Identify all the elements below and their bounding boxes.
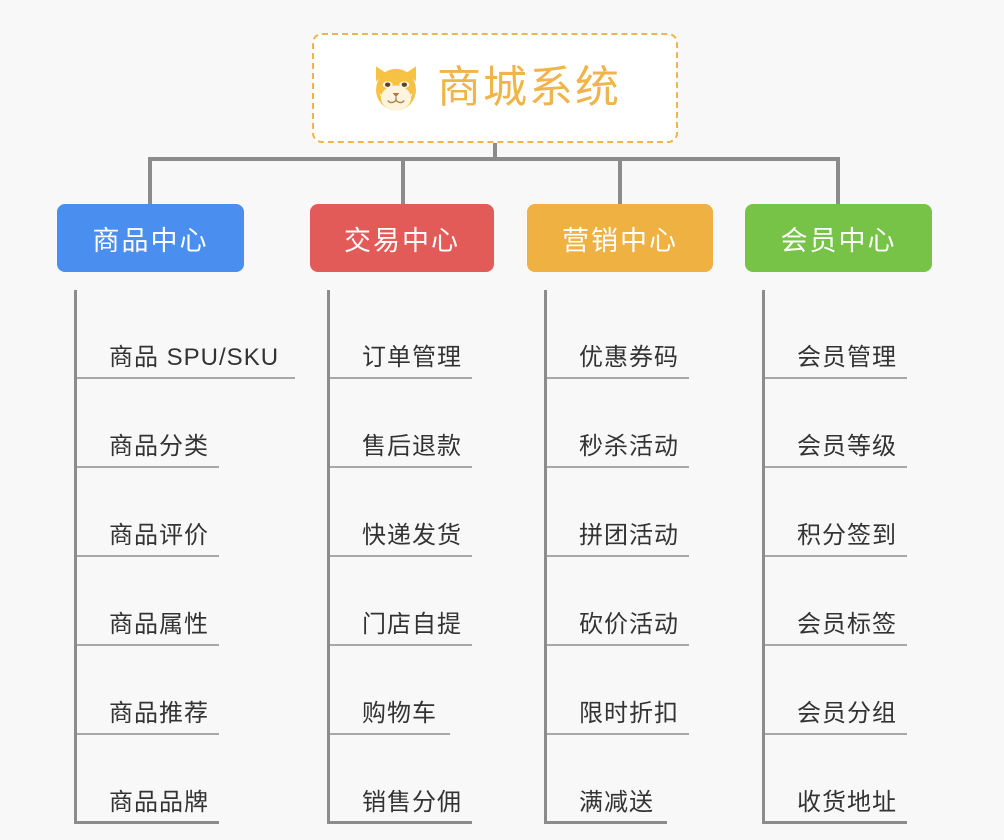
leaf-item[interactable]: 订单管理 [330, 290, 494, 379]
leaf-list-trade: 订单管理 售后退款 快递发货 门店自提 购物车 销售分佣 [327, 290, 494, 824]
category-header-marketing[interactable]: 营销中心 [527, 204, 713, 272]
leaf-underline [330, 821, 472, 824]
leaf-label: 优惠券码 [579, 343, 679, 371]
leaf-item[interactable]: 拼团活动 [547, 468, 713, 557]
category-title: 会员中心 [780, 225, 897, 256]
leaf-underline [77, 644, 219, 646]
leaf-label: 商品品牌 [109, 788, 209, 816]
leaf-list-marketing: 优惠券码 秒杀活动 拼团活动 砍价活动 限时折扣 满减送 [544, 290, 713, 824]
leaf-underline [765, 466, 907, 468]
leaf-label: 门店自提 [362, 610, 462, 638]
leaf-item[interactable]: 商品分类 [77, 379, 244, 468]
root-title: 商城系统 [437, 63, 621, 112]
leaf-label: 拼团活动 [579, 521, 679, 549]
leaf-label: 砍价活动 [579, 610, 679, 638]
leaf-label: 限时折扣 [579, 699, 679, 727]
connector-drop-4 [836, 157, 840, 205]
category-header-member[interactable]: 会员中心 [745, 204, 932, 272]
category-header-trade[interactable]: 交易中心 [310, 204, 494, 272]
leaf-item[interactable]: 快递发货 [330, 468, 494, 557]
leaf-label: 商品 SPU/SKU [109, 343, 280, 371]
leaf-label: 会员分组 [797, 699, 897, 727]
leaf-item[interactable]: 会员管理 [765, 290, 932, 379]
leaf-label: 商品属性 [109, 610, 209, 638]
leaf-item[interactable]: 商品推荐 [77, 646, 244, 735]
leaf-item[interactable]: 商品品牌 [77, 735, 244, 824]
leaf-underline [330, 377, 472, 379]
leaf-label: 商品推荐 [109, 699, 209, 727]
leaf-label: 积分签到 [797, 521, 897, 549]
leaf-label: 快递发货 [362, 521, 462, 549]
leaf-label: 秒杀活动 [579, 432, 679, 460]
leaf-label: 会员标签 [797, 610, 897, 638]
root-node[interactable]: 商城系统 [312, 33, 678, 143]
leaf-item[interactable]: 满减送 [547, 735, 713, 824]
leaf-underline [330, 466, 472, 468]
leaf-underline [330, 644, 472, 646]
leaf-item[interactable]: 优惠券码 [547, 290, 713, 379]
leaf-underline [765, 733, 907, 735]
leaf-underline [547, 821, 667, 824]
leaf-label: 会员等级 [797, 432, 897, 460]
leaf-label: 商品分类 [109, 432, 209, 460]
leaf-label: 销售分佣 [362, 788, 462, 816]
leaf-item[interactable]: 收货地址 [765, 735, 932, 824]
shiba-dog-face-icon [376, 66, 416, 111]
leaf-item[interactable]: 商品属性 [77, 557, 244, 646]
leaf-item[interactable]: 会员标签 [765, 557, 932, 646]
leaf-item[interactable]: 售后退款 [330, 379, 494, 468]
leaf-underline [765, 555, 907, 557]
leaf-underline [765, 644, 907, 646]
connector-drop-1 [148, 157, 152, 205]
connector-root-stem [493, 143, 497, 160]
leaf-underline [547, 377, 689, 379]
category-title: 交易中心 [344, 225, 460, 256]
category-title: 营销中心 [562, 225, 678, 256]
leaf-underline [547, 555, 689, 557]
leaf-item[interactable]: 限时折扣 [547, 646, 713, 735]
leaf-underline [765, 377, 907, 379]
leaf-underline [77, 555, 219, 557]
leaf-item[interactable]: 砍价活动 [547, 557, 713, 646]
leaf-item[interactable]: 会员等级 [765, 379, 932, 468]
leaf-label: 售后退款 [362, 432, 462, 460]
leaf-item[interactable]: 商品 SPU/SKU [77, 290, 295, 379]
leaf-label: 会员管理 [797, 343, 897, 371]
leaf-underline [330, 555, 472, 557]
leaf-underline [330, 733, 450, 735]
leaf-underline [77, 733, 219, 735]
leaf-list-product: 商品 SPU/SKU 商品分类 商品评价 商品属性 商品推荐 商品品牌 [74, 290, 295, 824]
category-column-product: 商品中心 商品 SPU/SKU 商品分类 商品评价 商品属性 商品推荐 [57, 204, 295, 824]
leaf-underline [547, 644, 689, 646]
leaf-label: 购物车 [362, 699, 437, 727]
leaf-item[interactable]: 销售分佣 [330, 735, 494, 824]
leaf-item[interactable]: 商品评价 [77, 468, 244, 557]
category-column-marketing: 营销中心 优惠券码 秒杀活动 拼团活动 砍价活动 限时折扣 [527, 204, 713, 824]
leaf-item[interactable]: 会员分组 [765, 646, 932, 735]
connector-horizontal-bus [148, 157, 840, 161]
category-column-member: 会员中心 会员管理 会员等级 积分签到 会员标签 会员分组 [745, 204, 932, 824]
leaf-label: 收货地址 [797, 788, 897, 816]
leaf-underline [547, 466, 689, 468]
leaf-label: 商品评价 [109, 521, 209, 549]
leaf-underline [77, 377, 295, 379]
leaf-underline [77, 821, 219, 824]
leaf-list-member: 会员管理 会员等级 积分签到 会员标签 会员分组 收货地址 [762, 290, 932, 824]
category-title: 商品中心 [92, 225, 209, 256]
leaf-item[interactable]: 门店自提 [330, 557, 494, 646]
leaf-label: 满减送 [579, 788, 654, 816]
leaf-underline [547, 733, 689, 735]
connector-drop-3 [618, 157, 622, 205]
leaf-label: 订单管理 [362, 343, 462, 371]
category-column-trade: 交易中心 订单管理 售后退款 快递发货 门店自提 购物车 [310, 204, 494, 824]
leaf-item[interactable]: 积分签到 [765, 468, 932, 557]
leaf-item[interactable]: 购物车 [330, 646, 494, 735]
connector-drop-2 [401, 157, 405, 205]
category-header-product[interactable]: 商品中心 [57, 204, 244, 272]
leaf-item[interactable]: 秒杀活动 [547, 379, 713, 468]
leaf-underline [765, 821, 907, 824]
leaf-underline [77, 466, 219, 468]
